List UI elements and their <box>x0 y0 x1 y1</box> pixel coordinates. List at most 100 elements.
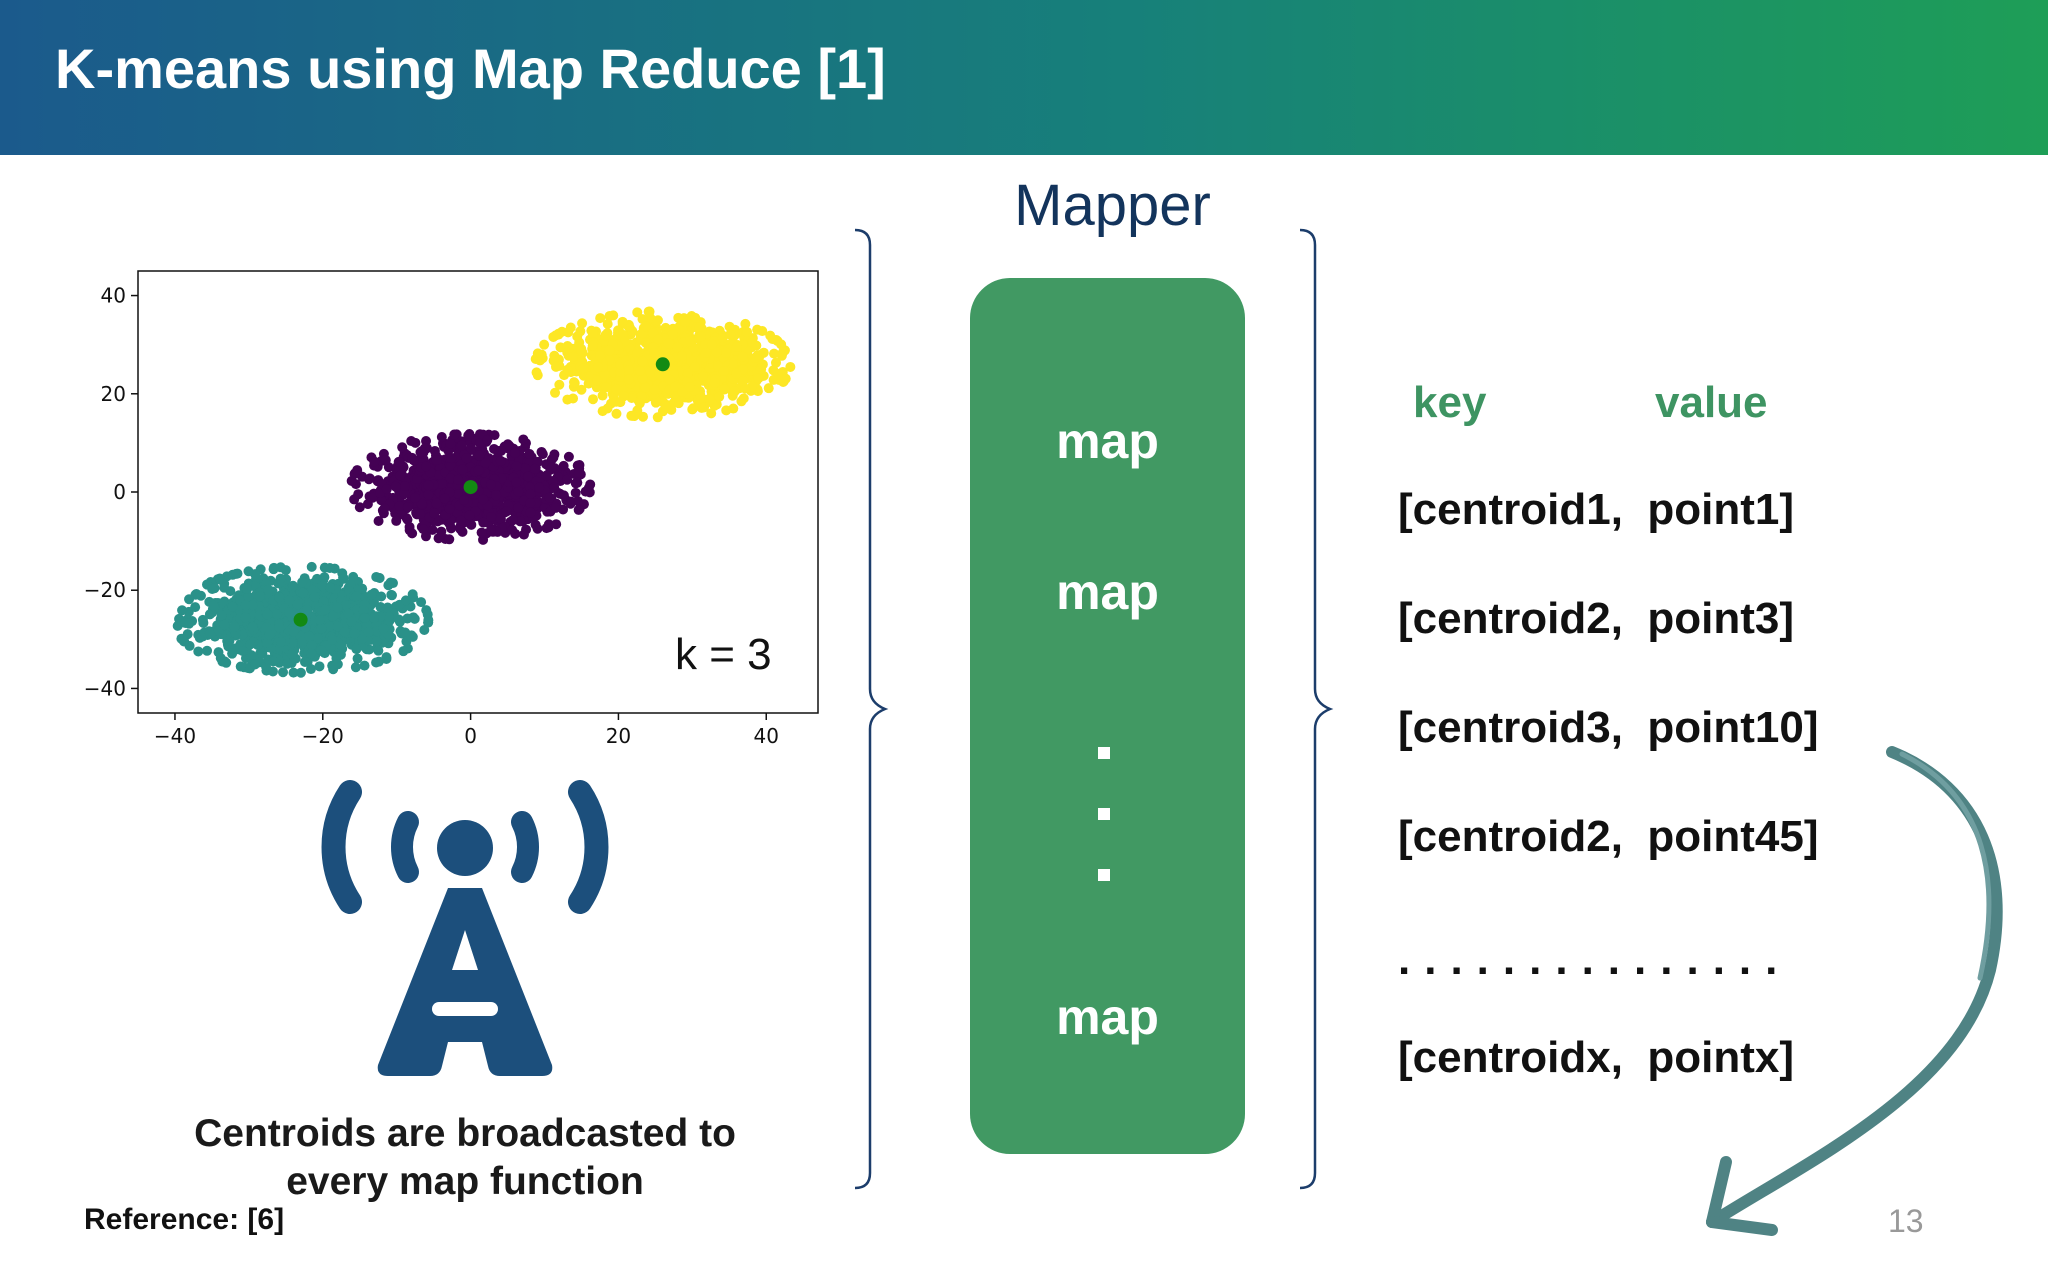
data-point <box>274 622 285 633</box>
ellipsis-dot <box>1098 808 1110 820</box>
data-point <box>264 629 275 640</box>
data-point <box>391 515 402 526</box>
data-point <box>214 573 225 584</box>
data-point <box>373 516 384 527</box>
data-point <box>208 600 219 611</box>
data-point <box>359 660 370 671</box>
data-point <box>485 479 496 490</box>
data-point <box>550 387 561 398</box>
data-point <box>470 498 481 509</box>
ellipsis-dot <box>1098 869 1110 881</box>
data-point <box>719 384 730 395</box>
data-point <box>518 529 529 540</box>
page-number: 13 <box>1888 1203 1924 1239</box>
data-point <box>276 637 287 648</box>
data-point <box>302 604 313 615</box>
map-label-1: map <box>1056 413 1159 469</box>
data-point <box>381 652 392 663</box>
data-point <box>309 591 320 602</box>
data-point <box>592 375 603 386</box>
data-point <box>769 348 780 359</box>
data-point <box>634 398 645 409</box>
data-point <box>525 498 536 509</box>
data-point <box>593 362 604 373</box>
data-point <box>577 318 588 329</box>
data-point <box>660 401 671 412</box>
data-point <box>486 511 497 522</box>
data-point <box>419 625 430 636</box>
data-point <box>547 462 558 473</box>
data-point <box>242 583 253 594</box>
data-point <box>649 347 660 358</box>
data-point <box>429 508 440 519</box>
data-point <box>249 659 260 670</box>
data-point <box>588 394 599 405</box>
cluster-points-3 <box>530 306 796 423</box>
caption-line-1: Centroids are broadcasted to <box>194 1112 736 1155</box>
data-point <box>714 391 725 402</box>
cluster-points-2 <box>346 429 596 545</box>
data-point <box>728 358 739 369</box>
data-point <box>537 449 548 460</box>
data-point <box>753 373 764 384</box>
data-point <box>343 608 354 619</box>
data-point <box>520 463 531 474</box>
data-point <box>402 613 413 624</box>
title-bar: K-means using Map Reduce [1] <box>0 0 2048 155</box>
data-point <box>231 568 242 579</box>
data-point <box>673 398 684 409</box>
data-point <box>283 607 294 618</box>
data-point <box>287 649 298 660</box>
data-point <box>740 383 751 394</box>
y-tick-label: 40 <box>101 284 126 308</box>
data-point <box>637 356 648 367</box>
data-point <box>376 591 387 602</box>
data-point <box>683 368 694 379</box>
data-point <box>623 374 634 385</box>
data-point <box>649 384 660 395</box>
data-point <box>380 455 391 466</box>
data-point <box>677 387 688 398</box>
data-point <box>364 473 375 484</box>
data-point <box>421 605 432 616</box>
data-point <box>202 645 213 656</box>
data-point <box>706 339 717 350</box>
data-point <box>491 490 502 501</box>
data-point <box>562 474 573 485</box>
data-point <box>635 366 646 377</box>
data-point <box>371 636 382 647</box>
data-point <box>546 454 557 465</box>
data-point <box>780 373 791 384</box>
data-point <box>416 498 427 509</box>
data-point <box>332 602 343 613</box>
x-tick-label: 0 <box>464 724 477 748</box>
k-label: k = 3 <box>675 630 772 679</box>
caption-line-2: every map function <box>286 1160 644 1203</box>
data-point <box>706 408 717 419</box>
mapper-title: Mapper <box>1014 173 1211 238</box>
data-point <box>316 623 327 634</box>
data-point <box>395 470 406 481</box>
data-point <box>670 381 681 392</box>
data-point <box>576 384 587 395</box>
data-point <box>502 439 513 450</box>
data-point <box>507 525 518 536</box>
data-point <box>554 379 565 390</box>
curved-arrow-icon <box>1706 746 2003 1236</box>
data-point <box>513 486 524 497</box>
data-point <box>275 573 286 584</box>
data-point <box>390 481 401 492</box>
data-point <box>359 613 370 624</box>
data-point <box>480 457 491 468</box>
data-point <box>550 502 561 513</box>
data-point <box>457 464 468 475</box>
data-point <box>386 590 397 601</box>
data-point <box>184 594 195 605</box>
data-point <box>757 326 768 337</box>
data-point <box>615 367 626 378</box>
data-point <box>423 617 434 628</box>
data-point <box>509 447 520 458</box>
data-point <box>573 504 584 515</box>
data-point <box>423 480 434 491</box>
data-point <box>416 446 427 457</box>
